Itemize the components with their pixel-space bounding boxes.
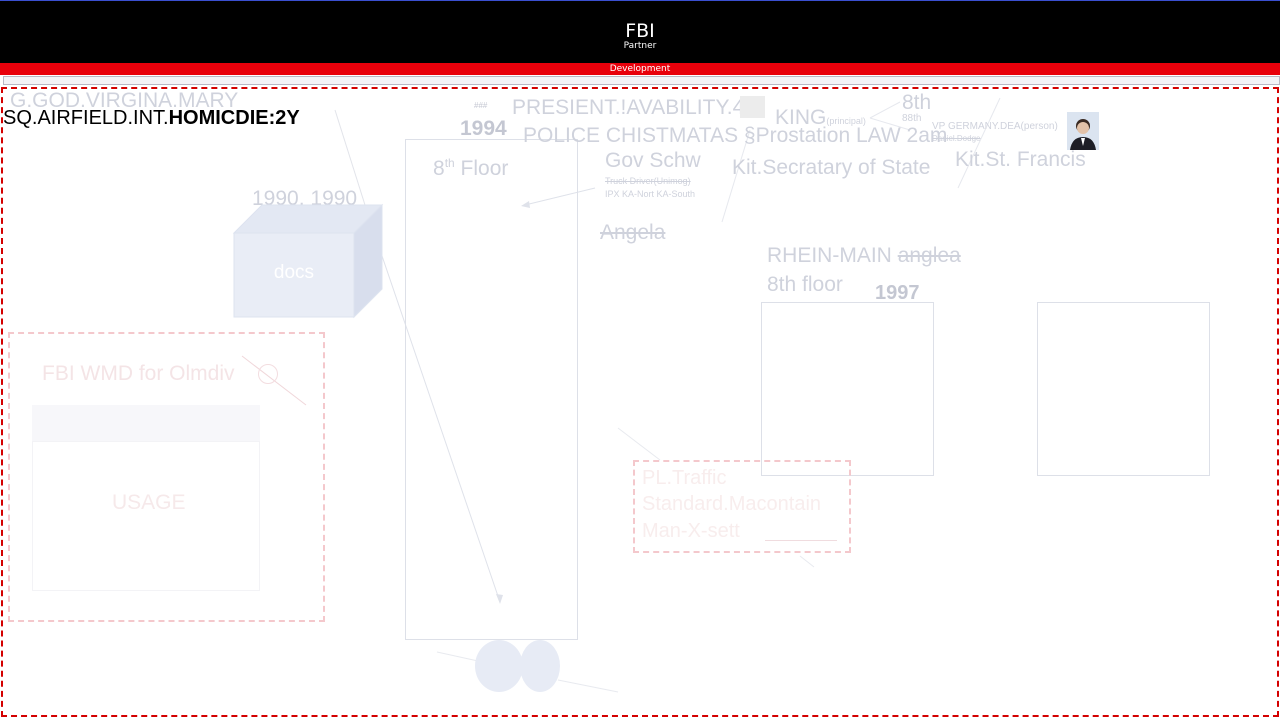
label-truck-driver: Truck Driver(Unimog): [605, 176, 691, 186]
box-right: [1037, 302, 1210, 476]
label-man-x: Man-X-sett: [642, 520, 740, 542]
label-kit-secretary: Kit.Secratary of State: [732, 156, 931, 179]
label-year-1990: 1990, 1990: [252, 187, 358, 210]
pink-box-wmd: [8, 332, 325, 622]
banner-label: Development: [609, 64, 671, 74]
label-fbi-wmd: FBI WMD for Olmdiv: [42, 362, 235, 385]
banner-bar: [0, 63, 1280, 75]
headline: SQ.AIRFIELD.INT.HOMICDIE:2Y: [3, 107, 300, 130]
label-god-virgina: G.GOD.VIRGINA.MARY: [10, 89, 239, 112]
label-floor-8: 8th Floor: [433, 156, 509, 180]
label-rhein-main: RHEIN-MAIN anglea: [767, 244, 961, 267]
label-king: KING(principal): [775, 106, 866, 129]
label-standard: Standard.Macontain: [642, 493, 822, 515]
label-president: PRESIENT.!AVABILITY.41: [512, 96, 756, 119]
label-vp-germany: VP GERMANY.DEA(person): [932, 121, 1058, 132]
headline-bold: HOMICDIE:2Y: [168, 107, 300, 129]
inner-header-bar: [32, 405, 260, 441]
page-subtitle: Partner: [623, 41, 657, 51]
label-year-1994: 1994: [460, 117, 507, 140]
docs-label: docs: [273, 262, 315, 283]
headline-prefix: SQ.AIRFIELD.INT.: [3, 107, 169, 129]
label-police: POLICE CHISTMATAS §Prostation LAW 2am: [523, 124, 948, 147]
label-pl-traffic: PL.Traffic: [642, 467, 727, 489]
label-tiny-1994: ###: [474, 101, 488, 110]
photo-placeholder-icon: [740, 96, 765, 118]
title-bar: [0, 0, 1280, 63]
label-eighth: 8th: [902, 91, 932, 114]
label-gov: Gov Schw: [605, 149, 701, 172]
bubble-left: [475, 640, 523, 692]
canvas-frame: [1, 87, 1279, 717]
label-kit-francis: Kit.St. Francis: [955, 148, 1086, 171]
bubble-right: [520, 640, 560, 692]
avatar-icon: [1067, 112, 1099, 150]
label-angela: Angela: [600, 221, 666, 244]
label-usage: USAGE: [112, 491, 186, 514]
pink-box-traffic: [633, 460, 851, 553]
inner-panel: [32, 441, 260, 591]
circle-icon: [258, 364, 278, 384]
label-vp-sub: Daniel.Dodge: [932, 134, 981, 143]
label-ipx: IPX KA-Nort KA-South: [605, 189, 696, 199]
label-eighth-small: 88th: [902, 113, 922, 124]
docs-cube[interactable]: [232, 203, 384, 319]
box-1997: [761, 302, 934, 476]
page-title: FBI: [625, 20, 655, 42]
label-floor-8-lower: 8th floor: [767, 273, 843, 296]
label-year-1997: 1997: [875, 282, 920, 304]
floor-8-box: [405, 139, 578, 640]
underline-divider: [765, 540, 837, 541]
